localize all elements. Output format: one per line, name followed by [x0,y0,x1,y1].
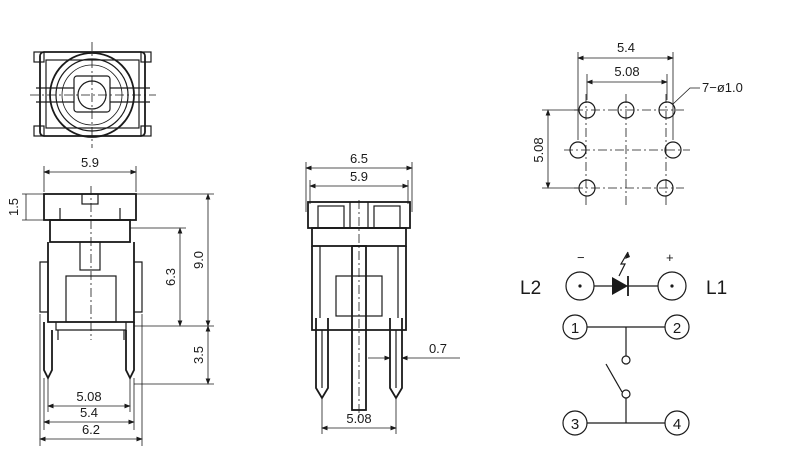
top-view [30,42,156,148]
dim-pitch-outer: 5.4 [80,405,98,420]
pin-2-label: 2 [673,320,681,337]
switch-contact-icon [605,363,623,393]
front-view: 6.5 5.9 0.7 5.08 [305,151,460,434]
led-terminal-left: L2 [520,278,541,299]
dim-row-pitch: 5.08 [531,137,546,162]
plus-sign: + [666,250,674,265]
dim-total-height: 9.0 [191,251,206,269]
pcb-hole [658,101,676,119]
dim-pitch-inner: 5.08 [76,389,101,404]
led-schematic: L2 L1 − + [520,250,727,301]
pcb-hole [656,179,674,197]
pcb-hole [578,101,596,119]
pcb-hole [569,141,587,159]
pcb-hole [617,101,635,119]
pin-4-label: 4 [673,416,681,433]
pin-1-label: 1 [571,320,579,337]
hole-spec-label: 7−ø1.0 [702,80,743,95]
dim-pin-width: 0.7 [429,341,447,356]
pcb-hole [664,141,682,159]
switch-schematic: 1 2 3 4 [562,314,690,436]
dim-pin-length: 3.5 [191,346,206,364]
side-view: 5.9 1.5 6.3 9.0 3.5 5.08 5.4 6.2 [6,155,214,446]
dim-span-outer: 5.4 [617,40,635,55]
led-diode-icon [612,277,628,295]
pin-3-label: 3 [571,416,579,433]
led-terminal-right: L1 [706,278,727,299]
dim-width-outer: 6.5 [350,151,368,166]
pcb-hole [578,179,596,197]
dim-span-inner: 5.08 [614,64,639,79]
minus-sign: − [577,250,585,265]
dim-width-inner: 5.9 [350,169,368,184]
dim-width-top: 5.9 [81,155,99,170]
dim-pin-pitch: 5.08 [346,411,371,426]
dim-cap-height: 1.5 [6,198,21,216]
dim-body-height: 6.3 [163,268,178,286]
pcb-layout: 5.4 5.08 5.08 7−ø1.0 [531,40,743,206]
dim-width-bottom: 6.2 [82,422,100,437]
